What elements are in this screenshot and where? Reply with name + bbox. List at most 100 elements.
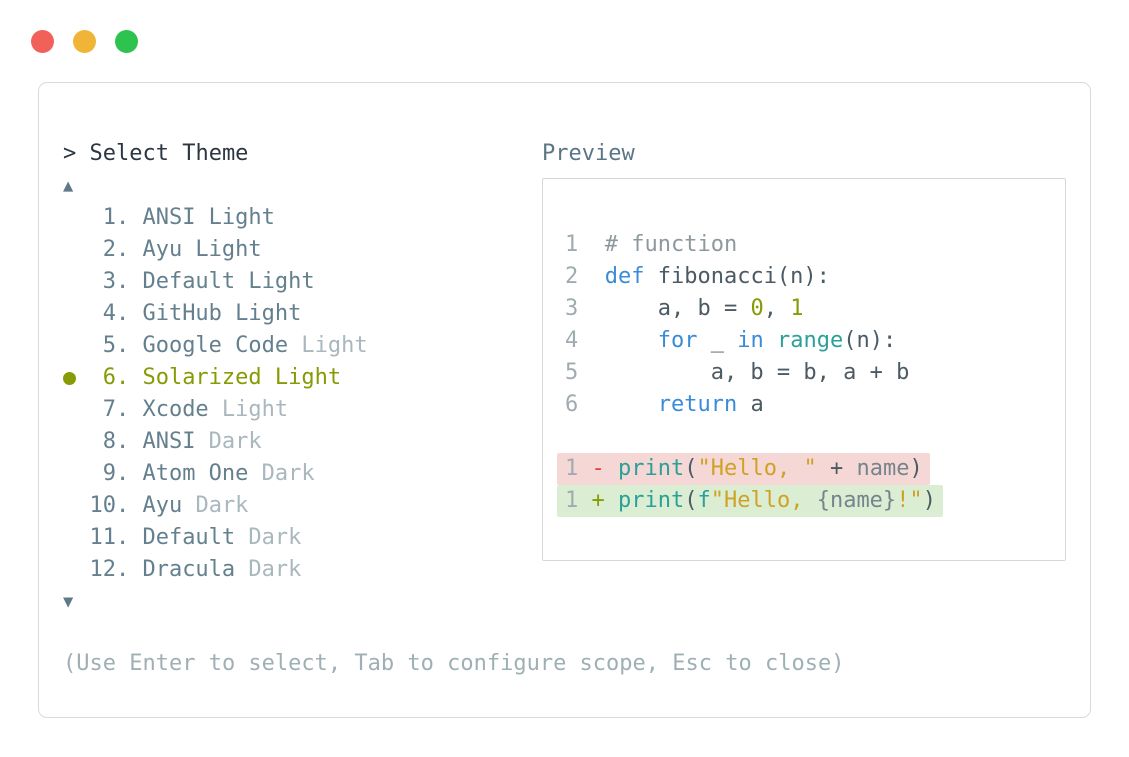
preview-label: Preview	[542, 141, 635, 166]
theme-item-variant: Dark	[195, 429, 262, 454]
theme-list-item[interactable]: 2.Ayu Light	[63, 234, 542, 266]
theme-list-item[interactable]: 1.ANSI Light	[63, 202, 542, 234]
code-token: -	[578, 456, 618, 481]
theme-item-label: Default Light	[142, 269, 315, 294]
theme-item-number: 4.	[102, 301, 130, 326]
code-token: _	[697, 328, 738, 353]
line-number: 1	[565, 456, 579, 481]
code-token: name	[856, 456, 910, 481]
theme-item-label: Ayu Dark	[142, 493, 249, 518]
marker-spacer	[63, 330, 89, 362]
theme-item-label: Dracula Dark	[142, 557, 302, 582]
theme-item-number: 5.	[102, 333, 130, 358]
theme-item-number: 11.	[89, 525, 130, 550]
line-number: 1	[565, 488, 579, 513]
theme-item-label: Solarized Light	[142, 365, 342, 390]
code-token: # function	[604, 232, 738, 257]
theme-item-number: 3.	[102, 269, 130, 294]
code-token: in	[737, 328, 764, 353]
theme-item-number: 7.	[102, 397, 130, 422]
code-token: )	[922, 488, 936, 513]
theme-item-label: Ayu Light	[142, 237, 262, 262]
line-number: 3	[565, 296, 579, 321]
code-token: !"	[896, 488, 923, 513]
theme-item-variant: Dark	[182, 493, 249, 518]
marker-spacer	[63, 490, 89, 522]
code-token: ,	[763, 296, 791, 321]
diff-highlight-removed: 1 - print("Hello, " + name)	[557, 453, 930, 485]
diff-highlight-added: 1 + print(f"Hello, {name}!")	[557, 485, 943, 517]
line-number: 1	[565, 232, 579, 257]
marker-spacer	[63, 298, 89, 330]
theme-item-label: ANSI Light	[142, 205, 275, 230]
code-token: +	[816, 456, 857, 481]
theme-list-item[interactable]: 11. Default Dark	[63, 522, 542, 554]
scroll-up-icon[interactable]: ▲	[63, 176, 74, 196]
scroll-down-icon[interactable]: ▼	[63, 592, 74, 612]
code-token: +	[578, 488, 618, 513]
close-button[interactable]	[31, 30, 54, 53]
code-token: "Hello,	[710, 488, 817, 513]
code-token: fibonacci(n):	[644, 264, 830, 289]
theme-item-number: 9.	[102, 461, 130, 486]
theme-list-item[interactable]: 10.Ayu Dark	[63, 490, 542, 522]
code-token: a	[737, 392, 764, 417]
select-theme-prompt: > Select Theme	[63, 141, 249, 166]
theme-item-label: Atom One Dark	[142, 461, 315, 486]
theme-item-variant: Light	[288, 333, 368, 358]
theme-item-label: Google Code Light	[142, 333, 368, 358]
code-token	[605, 328, 658, 353]
code-token	[605, 392, 658, 417]
code-token: (	[684, 456, 698, 481]
code-token: 0	[750, 296, 764, 321]
marker-spacer	[63, 234, 89, 266]
theme-list-item[interactable]: 7.Xcode Light	[63, 394, 542, 426]
theme-list-item[interactable]: 9. Atom One Dark	[63, 458, 542, 490]
theme-list-item[interactable]: 8. ANSI Dark	[63, 426, 542, 458]
theme-item-variant: Light	[208, 397, 289, 422]
preview-code-line: 4 for _ in range(n):	[565, 325, 1065, 357]
theme-item-label: ANSI Dark	[142, 429, 262, 454]
theme-item-number: 12.	[89, 557, 130, 582]
theme-list-item[interactable]: 3. Default Light	[63, 266, 542, 298]
bullet-icon	[63, 371, 76, 385]
code-token: for	[657, 328, 698, 353]
preview-diff-line-removed: 1 - print("Hello, " + name)	[557, 453, 1065, 485]
marker-spacer	[63, 522, 89, 554]
code-token: "Hello, "	[697, 456, 817, 481]
theme-list-item[interactable]: 12. Dracula Dark	[63, 554, 542, 586]
line-number: 6	[565, 392, 579, 417]
minimize-button[interactable]	[73, 30, 96, 53]
theme-list-item[interactable]: 5. Google Code Light	[63, 330, 542, 362]
code-token	[764, 328, 777, 353]
theme-item-number: 8.	[102, 429, 130, 454]
code-token: print	[618, 488, 685, 513]
theme-item-variant: Dark	[248, 461, 315, 486]
zoom-button[interactable]	[115, 30, 138, 53]
code-token: a, b =	[604, 296, 751, 321]
code-token: {name}	[816, 488, 897, 513]
marker-spacer	[63, 202, 89, 234]
preview-code-line: 1 # function	[565, 229, 1065, 261]
code-token: print	[618, 456, 685, 481]
marker-spacer	[63, 426, 89, 458]
preview-code-line: 3 a, b = 0, 1	[565, 293, 1065, 325]
marker-spacer	[63, 458, 89, 490]
code-token: range	[776, 328, 844, 353]
preview-diff-line-added: 1 + print(f"Hello, {name}!")	[557, 485, 1065, 517]
theme-item-label: Default Dark	[142, 525, 302, 550]
marker-spacer	[63, 554, 89, 586]
preview-code-line: 6 return a	[565, 389, 1065, 421]
theme-list-item[interactable]: 4.GitHub Light	[63, 298, 542, 330]
keyboard-hint: (Use Enter to select, Tab to configure s…	[63, 651, 845, 676]
theme-item-number: 6.	[102, 365, 130, 390]
code-token: f	[697, 488, 711, 513]
theme-list-item[interactable]: 6. Solarized Light	[63, 362, 542, 394]
line-number: 2	[565, 264, 579, 289]
